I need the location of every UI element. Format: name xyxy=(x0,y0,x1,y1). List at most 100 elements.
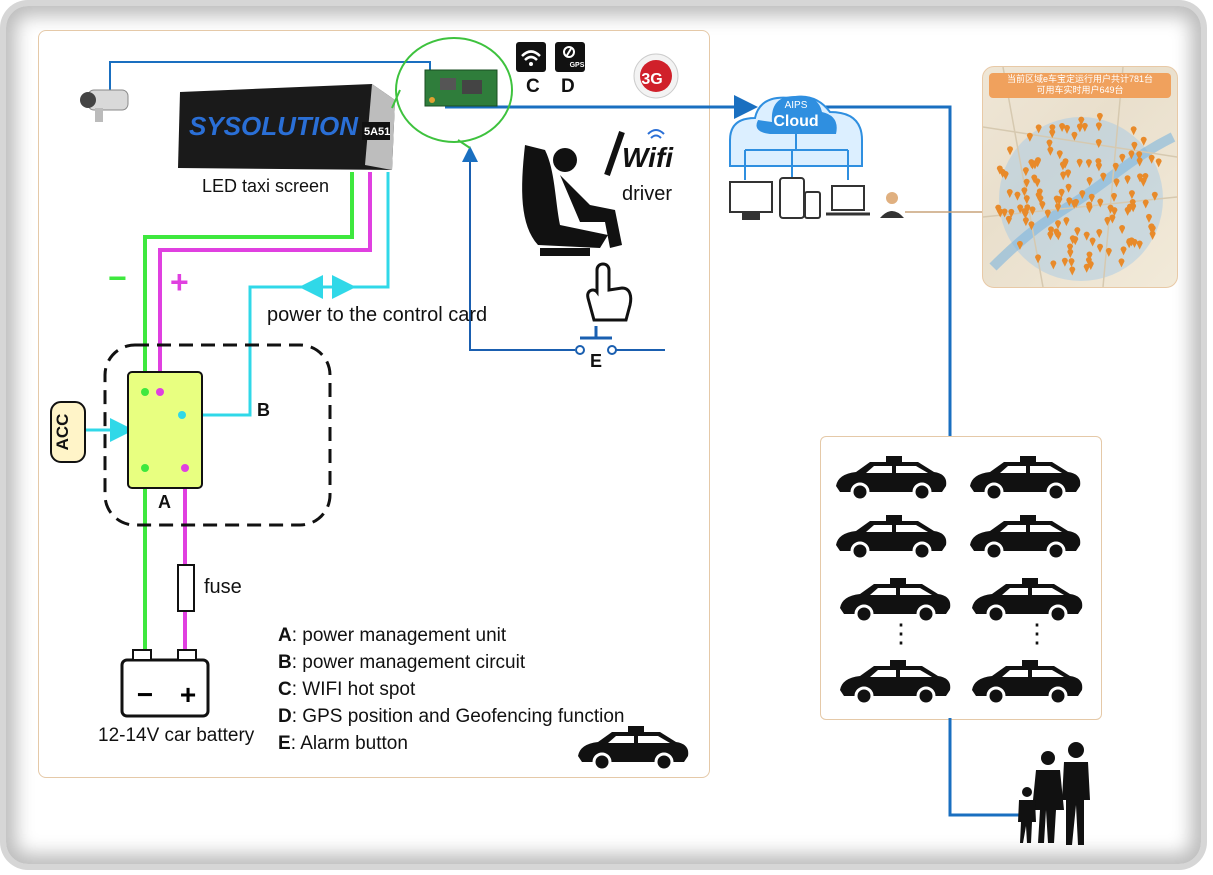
map-pin-icon xyxy=(1050,260,1057,270)
map-pin-icon xyxy=(1085,257,1092,267)
wifi-slash xyxy=(604,131,625,176)
map-pin-icon xyxy=(995,204,1002,214)
map-pin-icon xyxy=(1128,150,1135,160)
alarm-button-e[interactable] xyxy=(575,326,617,355)
map-pin-icon xyxy=(1022,167,1029,177)
cloud-service xyxy=(729,95,863,180)
minus-sign: − xyxy=(108,260,127,296)
map-pin-icon xyxy=(1112,162,1119,172)
passengers-icon xyxy=(1018,742,1090,845)
map-pin-icon xyxy=(1130,126,1137,136)
map-pin-icon xyxy=(1119,153,1126,163)
laptop-icon xyxy=(826,185,870,216)
acc-label: ACC xyxy=(53,414,72,451)
map-pin-icon xyxy=(1078,116,1085,126)
map-pin-icon xyxy=(1100,172,1107,182)
map-pin-icon xyxy=(1129,199,1136,209)
more-taxis-left: ⋮ xyxy=(888,618,914,648)
map-pin-icon xyxy=(1053,228,1060,238)
map-pin-icon xyxy=(1148,154,1155,164)
marker-e: E xyxy=(590,351,603,371)
marker-a: A xyxy=(158,492,171,512)
map-pin-icon xyxy=(1069,235,1076,245)
map-pin-icon xyxy=(1083,231,1090,241)
map-pin-icon xyxy=(1056,196,1063,206)
map-pin-icon xyxy=(1151,191,1158,201)
map-pin-icon xyxy=(1062,158,1069,168)
map-pin-icon xyxy=(1028,221,1035,231)
map-pin-icon xyxy=(1076,123,1083,133)
map-pin-icon xyxy=(1029,206,1036,216)
map-pin-icon xyxy=(1096,112,1103,122)
map-pin-icon xyxy=(1105,247,1112,257)
map-pin-icon xyxy=(1113,178,1120,188)
map-pin-icon xyxy=(1081,122,1088,132)
map-pin-icon xyxy=(1039,201,1046,211)
map-pin-icon xyxy=(1118,258,1125,268)
terminal xyxy=(181,464,189,472)
legend-item-c: C: WIFI hot spot xyxy=(278,679,416,700)
finger-press-icon xyxy=(586,262,633,322)
gps-label: GPS xyxy=(570,62,585,69)
map-pin-icon xyxy=(1022,217,1029,227)
map-pin-icon xyxy=(1095,122,1102,132)
wifi-waves-icon xyxy=(647,129,665,139)
map-pin-icon xyxy=(1049,129,1056,139)
map-pin-icon xyxy=(1111,192,1118,202)
map-pin-icon xyxy=(1065,169,1072,179)
map-pin-icon xyxy=(1085,159,1092,169)
map-pin-icon xyxy=(996,165,1003,175)
terminal xyxy=(141,464,149,472)
map-pin-icon xyxy=(1023,178,1030,188)
terminal xyxy=(156,388,164,396)
map-pin-icon xyxy=(1023,195,1030,205)
taxi-icon xyxy=(840,660,951,706)
map-pin-icon xyxy=(1126,238,1133,248)
screen-badge: 5A51 xyxy=(364,126,390,138)
taxi-icon xyxy=(578,726,689,772)
map-pin-icon xyxy=(1034,178,1041,188)
camera-link xyxy=(109,61,431,90)
taxi-fleet xyxy=(836,456,1083,706)
map-pin-icon xyxy=(1086,176,1093,186)
fleet-map: 当前区域e车宝定运行用户共计781台 可用车实时用户649台 xyxy=(982,66,1178,288)
map-pin-icon xyxy=(1060,171,1067,181)
operator-icon xyxy=(880,192,904,218)
control-card xyxy=(424,69,498,107)
marker-c: C xyxy=(526,76,540,97)
map-pin-icon xyxy=(1058,188,1065,198)
marker-d: D xyxy=(561,76,575,97)
map-pin-icon xyxy=(1104,216,1111,226)
map-pin-icon xyxy=(1021,187,1028,197)
wifi-word: Wifi xyxy=(622,142,674,173)
car-battery-icon xyxy=(120,649,210,718)
taxi-icon xyxy=(578,726,689,772)
map-pin-icon xyxy=(1007,146,1014,156)
alarm-link xyxy=(469,148,575,351)
map-pin-icon xyxy=(1031,174,1038,184)
map-pin-icon xyxy=(1128,190,1135,200)
cyan-wire xyxy=(182,172,390,417)
map-pin-icon xyxy=(1059,122,1066,132)
taxi-icon xyxy=(972,660,1083,706)
map-pin-icon xyxy=(1076,158,1083,168)
map-pin-icon xyxy=(1048,226,1055,236)
map-pin-icon xyxy=(1016,240,1023,250)
map-pin-icon xyxy=(1047,146,1054,156)
map-pin-icon xyxy=(1142,172,1149,182)
map-pin-icon xyxy=(1024,204,1031,214)
map-pin-icon xyxy=(1097,198,1104,208)
unit-enclosure xyxy=(103,343,332,527)
map-pin-icon xyxy=(1005,215,1012,225)
map-pin-icon xyxy=(1086,201,1093,211)
map-pin-icon xyxy=(1071,131,1078,141)
zoom-lines xyxy=(391,89,471,149)
map-pin-icon xyxy=(1035,191,1042,201)
map-pin-icon xyxy=(1063,124,1070,134)
map-banner: 当前区域e车宝定运行用户共计781台 可用车实时用户649台 xyxy=(989,73,1171,98)
map-pin-icon xyxy=(1068,258,1075,268)
legend: A: power management unit B: power manage… xyxy=(278,622,624,757)
map-pin-icon xyxy=(1063,217,1070,227)
map-pin-icon xyxy=(1096,229,1103,239)
led-screen-label: LED taxi screen xyxy=(202,176,330,196)
